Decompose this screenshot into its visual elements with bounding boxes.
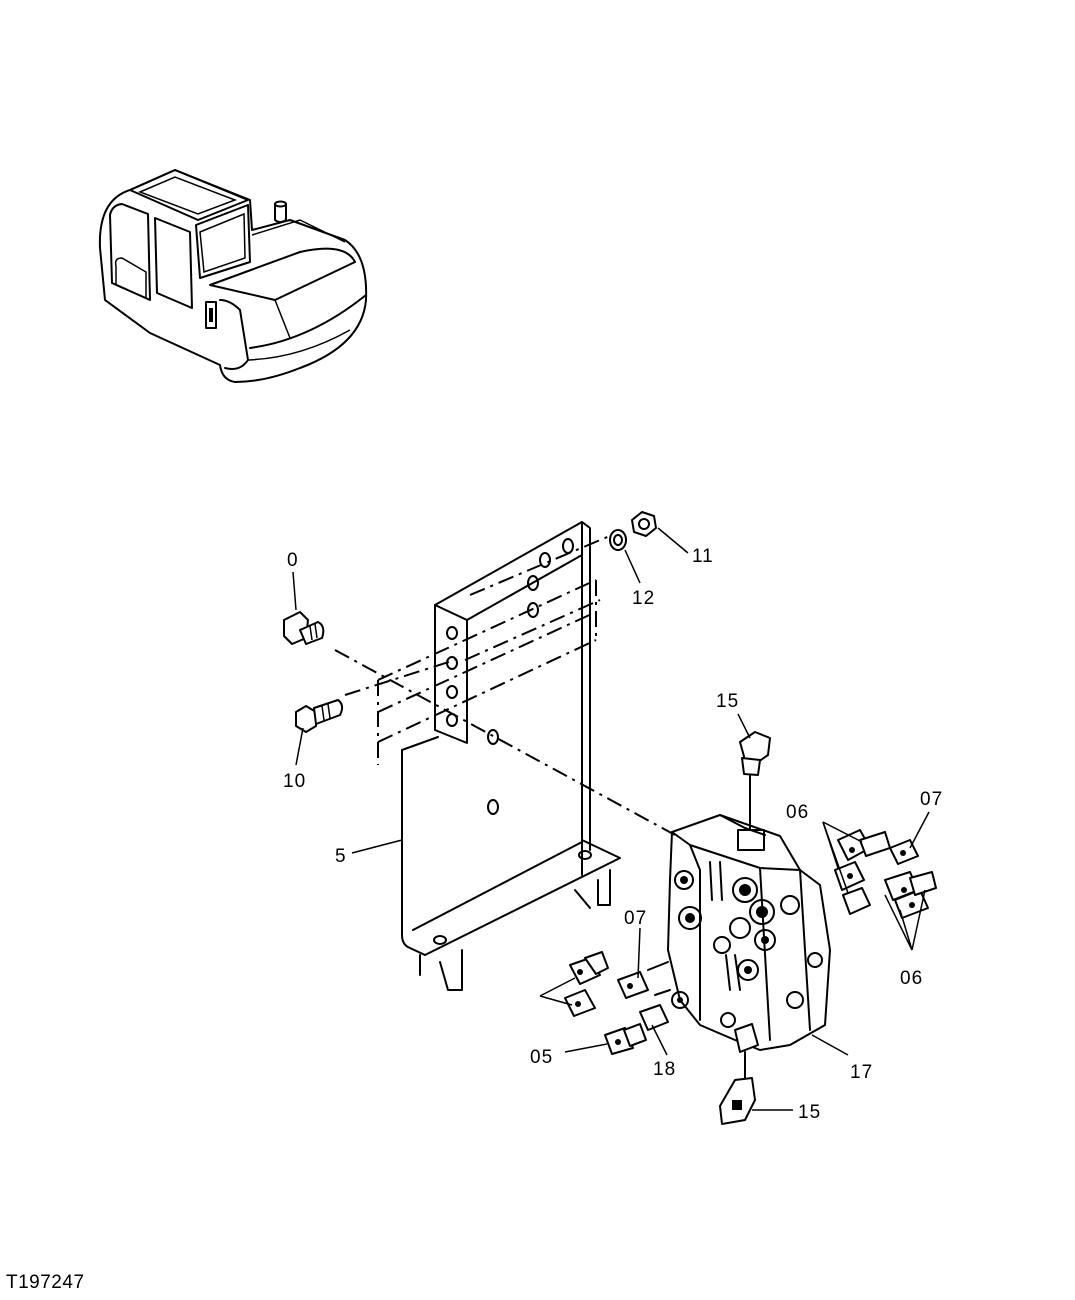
pressure-sensor-bottom-part-15: [719, 1023, 759, 1125]
fittings-lower-left: [564, 951, 671, 1055]
callout-05: 05: [530, 1047, 553, 1068]
callout-labels: 0 11 12 10 5 15 06 07 07 06 05 18 17 15: [283, 546, 943, 1123]
pressure-sensor-top-part-15: [737, 731, 771, 851]
solenoid-valve-block-part-17: [667, 814, 831, 1051]
figure-id: T197247: [6, 1272, 85, 1293]
bolt-part-10: [295, 699, 344, 733]
fittings-upper-right: [834, 829, 937, 919]
callout-06-right: 06: [900, 968, 923, 989]
callout-17: 17: [850, 1062, 873, 1083]
callout-07-left: 07: [624, 908, 647, 929]
bolt-part-0: [283, 611, 325, 645]
callout-18: 18: [653, 1059, 676, 1080]
excavator-locator-illustration: [98, 169, 368, 383]
callout-5: 5: [335, 846, 347, 867]
nut-part-11: [631, 511, 657, 537]
callout-15-top: 15: [716, 691, 739, 712]
mounting-bracket: [401, 521, 621, 991]
callout-10: 10: [283, 771, 306, 792]
washer-part-12: [609, 529, 627, 551]
assembly-dashed-lines: [334, 534, 676, 836]
callout-12: 12: [632, 588, 655, 609]
callout-07-upper: 07: [920, 789, 943, 810]
callout-11: 11: [692, 546, 714, 567]
callout-06-upper: 06: [786, 802, 809, 823]
leader-lines: [292, 527, 930, 1111]
callout-15-bottom: 15: [798, 1102, 821, 1123]
callout-0: 0: [287, 550, 299, 571]
